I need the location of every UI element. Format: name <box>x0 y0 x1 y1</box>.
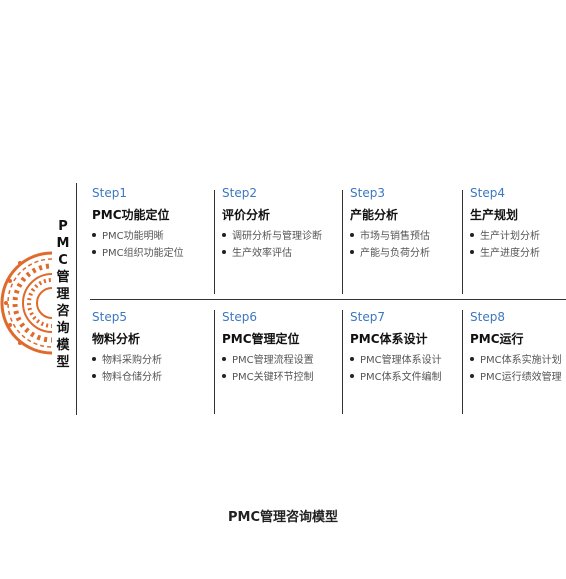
bullet-icon <box>92 357 96 361</box>
left-vertical-line <box>76 183 77 415</box>
step-block-5: Step5 物料分析 物料采购分析 物料仓储分析 <box>92 310 212 386</box>
step-title: 物料分析 <box>92 332 141 346</box>
step-block-1: Step1 PMC功能定位 PMC功能明晰 PMC组织功能定位 <box>92 186 212 262</box>
step-title: PMC管理定位 <box>222 332 300 346</box>
step-label: Step7 <box>350 310 385 324</box>
bullet-icon <box>222 357 226 361</box>
step-item: 物料采购分析 <box>92 352 212 369</box>
bullet-icon <box>470 374 474 378</box>
step-item: 物料仓储分析 <box>92 369 212 386</box>
step-item: PMC管理流程设置 <box>222 352 342 369</box>
bullet-icon <box>470 233 474 237</box>
step-label: Step1 <box>92 186 127 200</box>
step-item: 调研分析与管理诊断 <box>222 228 342 245</box>
step-block-4: Step4 生产规划 生产计划分析 生产进度分析 <box>470 186 562 262</box>
column-divider <box>462 190 463 294</box>
bullet-icon <box>92 233 96 237</box>
step-label: Step3 <box>350 186 385 200</box>
step-item: PMC关键环节控制 <box>222 369 342 386</box>
step-block-3: Step3 产能分析 市场与销售预估 产能与负荷分析 <box>350 186 470 262</box>
bullet-icon <box>350 233 354 237</box>
step-block-8: Step8 PMC运行 PMC体系实施计划 PMC运行绩效管理 <box>470 310 562 386</box>
vertical-title-char: 模 <box>56 338 70 353</box>
step-block-2: Step2 评价分析 调研分析与管理诊断 生产效率评估 <box>222 186 342 262</box>
column-divider <box>214 310 215 414</box>
step-item: PMC体系文件编制 <box>350 369 470 386</box>
bullet-icon <box>92 374 96 378</box>
step-label: Step2 <box>222 186 257 200</box>
bullet-icon <box>350 250 354 254</box>
column-divider <box>214 190 215 294</box>
bullet-icon <box>222 233 226 237</box>
step-title: 生产规划 <box>470 208 519 222</box>
step-title: PMC运行 <box>470 332 524 346</box>
step-label: Step5 <box>92 310 127 324</box>
vertical-title-char: 咨 <box>56 304 70 319</box>
bullet-icon <box>350 357 354 361</box>
step-block-6: Step6 PMC管理定位 PMC管理流程设置 PMC关键环节控制 <box>222 310 342 386</box>
bullet-icon <box>92 250 96 254</box>
step-item: 生产效率评估 <box>222 245 342 262</box>
bullet-icon <box>350 374 354 378</box>
step-block-7: Step7 PMC体系设计 PMC管理体系设计 PMC体系文件编制 <box>350 310 470 386</box>
column-divider <box>462 310 463 414</box>
column-divider <box>342 190 343 294</box>
vertical-title-char: C <box>58 253 68 268</box>
step-label: Step6 <box>222 310 257 324</box>
step-item: PMC运行绩效管理 <box>470 369 562 386</box>
step-item: 生产计划分析 <box>470 228 562 245</box>
step-item: PMC管理体系设计 <box>350 352 470 369</box>
bullet-icon <box>222 374 226 378</box>
diagram-caption: PMC管理咨询模型 <box>227 510 338 525</box>
step-item: 产能与负荷分析 <box>350 245 470 262</box>
step-title: PMC体系设计 <box>350 332 428 346</box>
vertical-title-char: 询 <box>56 321 70 336</box>
column-divider <box>342 310 343 414</box>
step-item: PMC功能明晰 <box>92 228 212 245</box>
vertical-title-char: 管 <box>56 270 70 285</box>
vertical-title-char: P <box>58 219 68 234</box>
circular-pattern-ornament <box>0 251 52 355</box>
step-item: 生产进度分析 <box>470 245 562 262</box>
vertical-title: P M C 管 理 咨 询 模 型 <box>55 218 71 371</box>
horizontal-divider <box>90 299 566 300</box>
step-item: 市场与销售预估 <box>350 228 470 245</box>
vertical-title-char: 型 <box>56 355 70 370</box>
step-label: Step8 <box>470 310 505 324</box>
step-item: PMC体系实施计划 <box>470 352 562 369</box>
bullet-icon <box>470 250 474 254</box>
step-title: 产能分析 <box>350 208 399 222</box>
step-label: Step4 <box>470 186 505 200</box>
step-item: PMC组织功能定位 <box>92 245 212 262</box>
bullet-icon <box>470 357 474 361</box>
step-title: 评价分析 <box>222 208 271 222</box>
step-title: PMC功能定位 <box>92 208 170 222</box>
vertical-title-char: M <box>56 236 70 251</box>
vertical-title-char: 理 <box>56 287 70 302</box>
bullet-icon <box>222 250 226 254</box>
